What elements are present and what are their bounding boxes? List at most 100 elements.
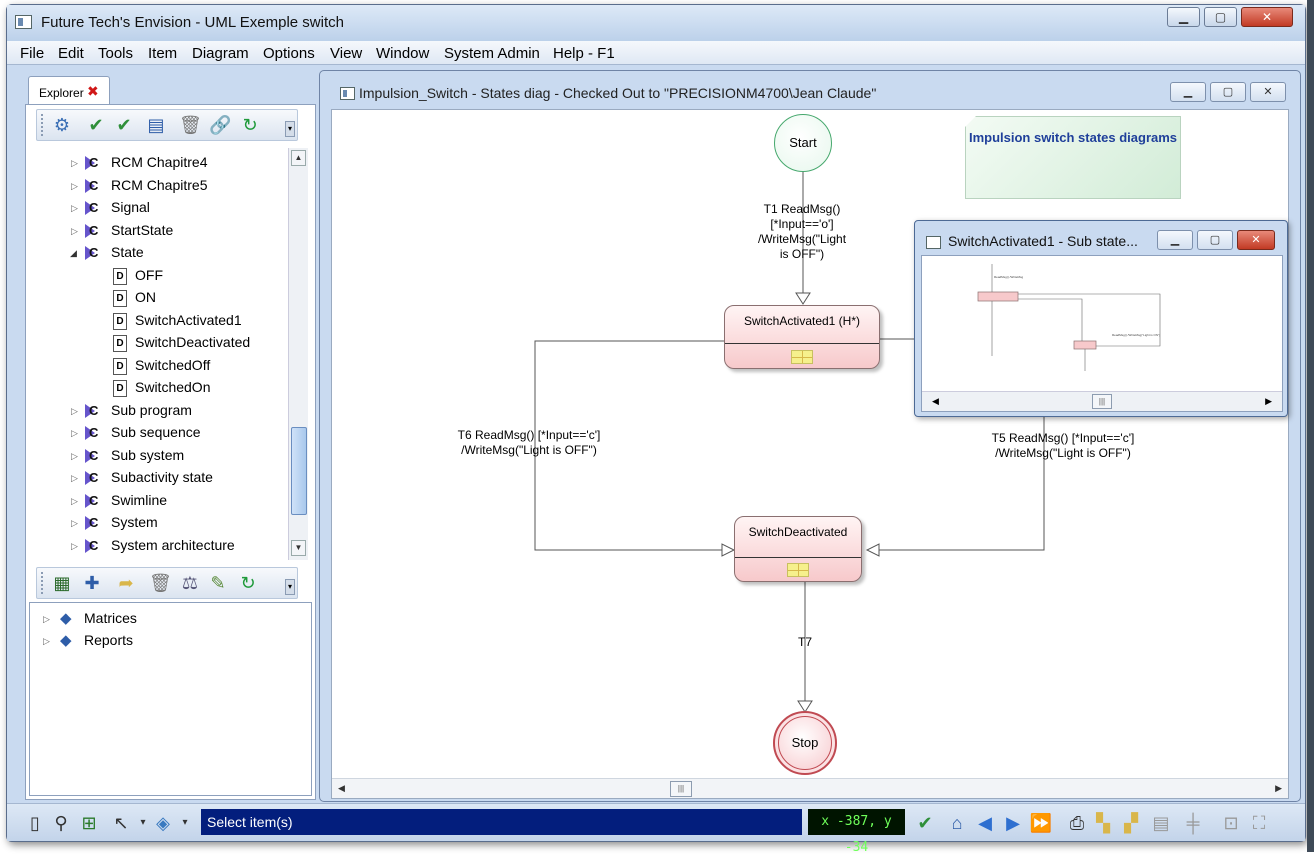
menu-file[interactable]: File <box>20 45 45 62</box>
expand-icon[interactable]: ▷ <box>71 428 78 438</box>
add-view-icon[interactable]: ⊞ <box>81 813 97 833</box>
link-icon[interactable]: 🔗 <box>209 115 232 135</box>
transition-t7-label[interactable]: T7 <box>797 635 812 649</box>
diagram-hscrollbar[interactable]: ◀ ||| ▶ <box>332 778 1288 798</box>
transition-t6-label[interactable]: T6 ReadMsg() [*Input=='c'] /WriteMsg("Li… <box>445 428 613 458</box>
expand-icon[interactable]: ▷ <box>71 406 78 416</box>
substate-preview-window[interactable]: SwitchActivated1 - Sub state... ▁ ▢ ✕ Re… <box>914 220 1288 417</box>
pointer-dropdown-icon[interactable]: ▾ <box>140 817 146 828</box>
align-icon[interactable]: ╪ <box>1186 813 1200 833</box>
diagram-minimize-button[interactable]: ▁ <box>1170 82 1206 102</box>
minimize-button[interactable]: ▁ <box>1167 7 1200 27</box>
substate-minimize-button[interactable]: ▁ <box>1157 230 1193 250</box>
layers-icon[interactable]: ◈ <box>156 813 170 833</box>
substate-close-button[interactable]: ✕ <box>1237 230 1275 250</box>
document-list-icon[interactable]: ▤ <box>147 115 165 135</box>
check-all-icon[interactable]: ✔ <box>116 115 132 135</box>
scroll-left-icon[interactable]: ◀ <box>932 396 939 406</box>
check-in-icon[interactable]: ✔ <box>88 115 104 135</box>
export-icon[interactable]: ➦ <box>118 573 134 593</box>
panel-toggle-icon[interactable]: ▯ <box>30 813 40 833</box>
menu-tools[interactable]: Tools <box>98 45 134 62</box>
menu-system-admin[interactable]: System Admin <box>444 45 540 62</box>
expand-icon[interactable]: ▷ <box>43 614 50 624</box>
substate-scrollbar[interactable]: ◀ ||| ▶ <box>922 391 1282 411</box>
toolbar-grip[interactable] <box>41 572 44 594</box>
toolbar-overflow-icon[interactable]: ▾ <box>285 121 295 137</box>
scroll-up-icon[interactable]: ▲ <box>291 150 306 166</box>
layers-dropdown-icon[interactable]: ▾ <box>182 817 188 828</box>
scroll-right-icon[interactable]: ▶ <box>1275 783 1282 793</box>
settings-icon[interactable]: ⚙ <box>53 115 71 135</box>
transition-t5-label[interactable]: T5 ReadMsg() [*Input=='c'] /WriteMsg("Li… <box>979 431 1147 461</box>
close-tab-icon[interactable]: ✖ <box>87 83 99 99</box>
tree-item-label: Swimline <box>111 492 168 508</box>
toolbar-grip[interactable] <box>41 114 44 136</box>
state-switchactivated1[interactable]: SwitchActivated1 (H*) <box>724 305 880 369</box>
tab-explorer[interactable]: Explorer ✖ <box>28 76 110 105</box>
home-icon[interactable]: ⌂ <box>951 813 963 833</box>
start-node[interactable]: Start <box>774 114 832 172</box>
validate-icon[interactable]: ✔ <box>917 813 933 833</box>
expand-icon[interactable]: ▷ <box>71 181 78 191</box>
expand-icon[interactable]: ▷ <box>71 518 78 528</box>
back-arrow-icon[interactable]: ◀ <box>978 813 992 833</box>
expand-icon[interactable]: ▷ <box>71 226 78 236</box>
menu-view[interactable]: View <box>330 45 363 62</box>
scroll-thumb[interactable]: ||| <box>1092 394 1112 409</box>
expand-icon[interactable]: ▷ <box>71 496 78 506</box>
menu-options[interactable]: Options <box>263 45 315 62</box>
expand-icon[interactable]: ▷ <box>71 451 78 461</box>
maximize-button[interactable]: ▢ <box>1204 7 1237 27</box>
title-bar[interactable]: Future Tech's Envision - UML Exemple swi… <box>7 5 1305 41</box>
import-layout-icon[interactable]: ▞ <box>1124 813 1138 833</box>
transition-lines <box>534 172 1045 713</box>
scroll-left-icon[interactable]: ◀ <box>338 783 345 793</box>
menu-diagram[interactable]: Diagram <box>192 45 249 62</box>
expand-icon[interactable]: ▷ <box>71 541 78 551</box>
fit-icon[interactable]: ⛶ <box>1252 813 1266 833</box>
zoom-icon[interactable]: ⚲ <box>54 813 68 833</box>
state-switchdeactivated[interactable]: SwitchDeactivated <box>734 516 862 582</box>
scroll-down-icon[interactable]: ▼ <box>291 540 306 556</box>
refresh-icon[interactable]: ↻ <box>242 115 258 135</box>
menu-help[interactable]: Help - F1 <box>553 45 615 62</box>
expand-icon[interactable]: ▷ <box>43 636 50 646</box>
substate-thumbnail[interactable]: ReadMsg() /WriteMsg ReadMsg() /WriteMsg(… <box>921 255 1283 412</box>
substate-maximize-button[interactable]: ▢ <box>1197 230 1233 250</box>
menu-edit[interactable]: Edit <box>58 45 84 62</box>
add-report-icon[interactable]: ✚ <box>84 573 100 593</box>
diagram-canvas[interactable]: Start Impulsion switch states diagrams T… <box>331 109 1289 799</box>
expand-icon[interactable]: ▷ <box>71 203 78 213</box>
note-box[interactable]: Impulsion switch states diagrams <box>965 116 1181 199</box>
delete-icon[interactable]: 🗑 <box>179 115 202 135</box>
grid-icon[interactable]: ⊡ <box>1223 813 1239 833</box>
explorer-scrollbar[interactable]: ▲ ▼ <box>288 148 308 560</box>
collapse-icon[interactable]: ◢ <box>70 248 77 258</box>
pointer-tool-icon[interactable]: ↖ <box>113 813 129 833</box>
delete-icon[interactable]: 🗑 <box>149 573 172 593</box>
forward-arrow-icon[interactable]: ▶ <box>1006 813 1020 833</box>
svg-text:ReadMsg() /WriteMsg("Light is: ReadMsg() /WriteMsg("Light is ON") <box>1112 333 1160 337</box>
expand-icon[interactable]: ▷ <box>71 473 78 483</box>
scroll-thumb[interactable] <box>291 427 307 515</box>
scroll-thumb[interactable]: ||| <box>670 781 692 797</box>
document-icon[interactable]: ▤ <box>1152 813 1170 833</box>
expand-icon[interactable]: ▷ <box>71 158 78 168</box>
edit-icon[interactable]: ✎ <box>210 573 226 593</box>
refresh-icon[interactable]: ↻ <box>240 573 256 593</box>
stop-node[interactable]: Stop <box>773 711 837 775</box>
toolbar-overflow-icon[interactable]: ▾ <box>285 579 295 595</box>
fast-forward-icon[interactable]: ⏩ <box>1029 813 1053 833</box>
compare-icon[interactable]: ⚖ <box>181 573 199 593</box>
export-layout-icon[interactable]: ▚ <box>1096 813 1110 833</box>
new-matrix-icon[interactable]: ▦ <box>53 573 71 593</box>
transition-t1-label[interactable]: T1 ReadMsg() [*Input=='o'] /WriteMsg("Li… <box>747 202 857 262</box>
menu-item[interactable]: Item <box>148 45 178 62</box>
menu-window[interactable]: Window <box>376 45 430 62</box>
diagram-maximize-button[interactable]: ▢ <box>1210 82 1246 102</box>
scroll-right-icon[interactable]: ▶ <box>1265 396 1272 406</box>
diagram-close-button[interactable]: ✕ <box>1250 82 1286 102</box>
close-button[interactable]: ✕ <box>1241 7 1293 27</box>
print-icon[interactable]: ⎙ <box>1069 813 1085 833</box>
